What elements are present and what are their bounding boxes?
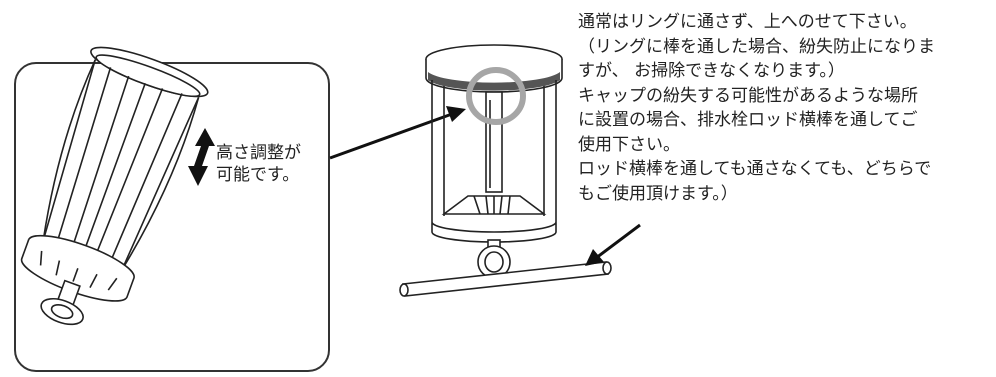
center-rod — [485, 91, 503, 193]
cage-inner — [443, 86, 545, 216]
note-line-1: 通常はリングに通さず、上へのせて下さい。 — [578, 12, 917, 32]
note-line-7: ロッド横棒を通しても通さなくても、どちらで — [578, 159, 932, 179]
cap-cage-outline — [42, 59, 200, 270]
base-fins — [473, 195, 511, 215]
tilted-cap-illustration — [20, 46, 209, 326]
rod-pointer-head — [585, 249, 604, 266]
height-adjust-line-2: 可能です。 — [216, 165, 300, 185]
note-line-5: に設置の場合、排水栓ロッド横棒を通してご — [578, 110, 918, 130]
height-adjust-arrow-icon — [188, 128, 215, 186]
ring-highlight-circle — [466, 67, 526, 125]
cap-cage-bars — [42, 59, 200, 270]
height-adjust-line-1: 高さ調整が — [216, 143, 301, 163]
note-line-8: もご使用頂けます。） — [578, 183, 738, 204]
note-line-3: すが、 お掃除できなくなります。） — [578, 61, 845, 81]
knob-ring-hole — [484, 251, 504, 273]
rod-pointer-line — [595, 223, 641, 260]
cap-knob-hole — [50, 303, 74, 320]
drain-rod-crossbar — [399, 261, 612, 297]
height-adjust-label: 高さ調整が 可能です。 — [216, 142, 301, 186]
center-cap-illustration — [425, 44, 563, 279]
lid-band — [428, 72, 560, 91]
usage-note: 通常はリングに通さず、上へのせて下さい。 （リングに棒を通した場合、紛失防止にな… — [578, 10, 988, 206]
note-line-2: （リングに棒を通した場合、紛失防止になりま — [578, 36, 935, 57]
base-ring — [431, 221, 557, 243]
connector-arrow-head — [446, 106, 466, 122]
note-line-6: 使用下さい。 — [578, 134, 680, 155]
note-line-4: キャップの紛失する可能性があるような場所 — [578, 85, 918, 106]
cage-outer — [431, 80, 557, 222]
connector-arrow-line — [329, 112, 453, 160]
cap-bottom-fins — [39, 250, 118, 291]
